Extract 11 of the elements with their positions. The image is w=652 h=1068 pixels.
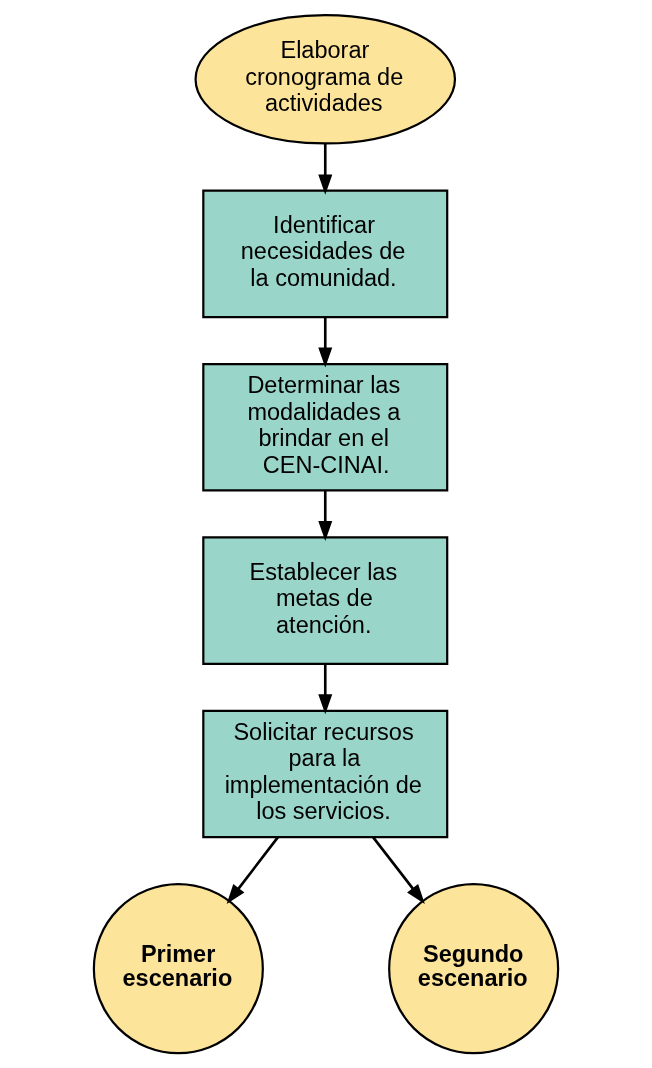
arrow xyxy=(318,664,333,715)
arrow xyxy=(372,836,425,905)
arrow xyxy=(318,317,333,368)
arrow xyxy=(318,143,333,195)
node-box: Solicitar recursos para la implementación de los servicios. xyxy=(202,709,449,839)
node-box: Identificar necesidades de la comunidad. xyxy=(202,189,449,319)
node-box: Establecer las metas de atención. xyxy=(202,536,449,665)
node-ellipse: Elaborar cronograma de actividades xyxy=(194,14,457,145)
node-box: Determinar las modalidades a brindar en el CEN-CINAI. xyxy=(202,362,449,492)
arrow xyxy=(318,490,333,541)
arrow xyxy=(226,836,279,905)
